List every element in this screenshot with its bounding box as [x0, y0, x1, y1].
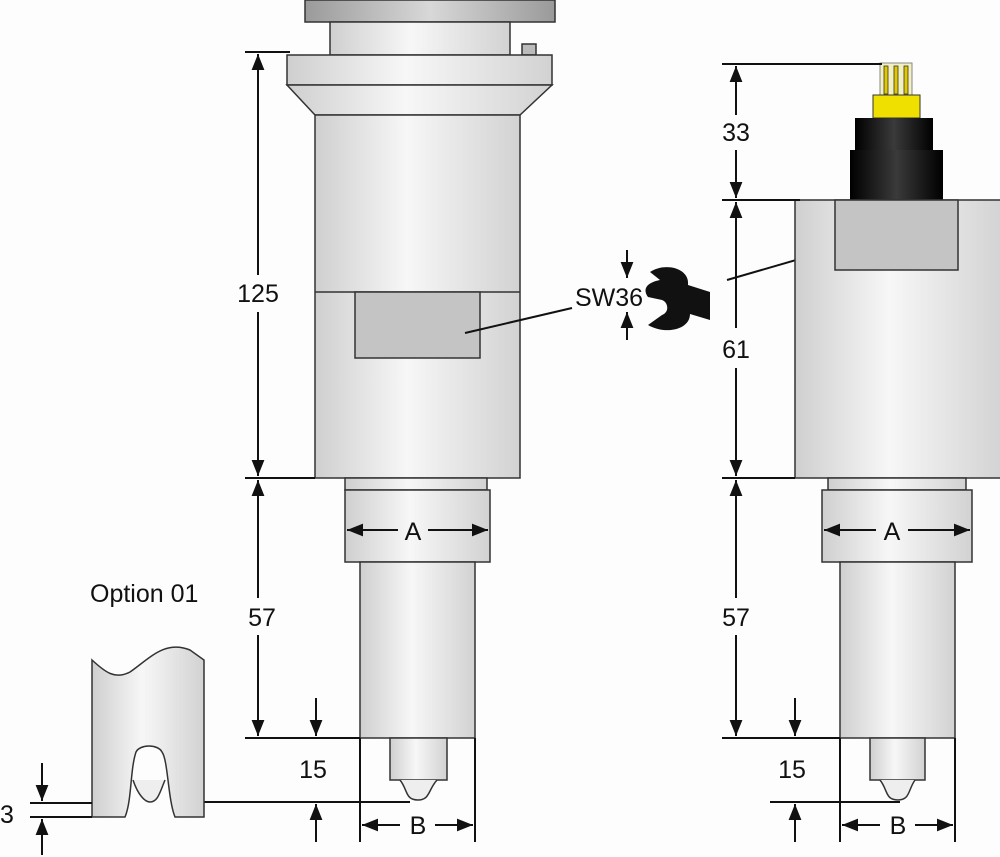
shaft	[359, 561, 476, 739]
tip	[389, 737, 448, 781]
collar	[329, 21, 511, 56]
left-sensor	[285, 0, 556, 801]
pin	[521, 43, 537, 56]
wrench-flat-right	[834, 199, 959, 271]
dim-B-left: B	[410, 812, 427, 840]
option-title: Option 01	[90, 580, 198, 608]
dim-A-right: A	[884, 518, 901, 546]
wrench-flat	[354, 291, 481, 359]
dim-61: 61	[722, 336, 750, 364]
dim-125: 125	[237, 280, 279, 308]
connector-base	[850, 150, 943, 200]
dim-33: 33	[722, 119, 750, 147]
cone	[285, 84, 554, 116]
dim-B-right: B	[890, 812, 907, 840]
dim-57-left: 57	[248, 604, 276, 632]
connector-cap	[855, 118, 933, 150]
dim-15-right: 15	[778, 756, 806, 784]
left-dimensions: 125 57 15 B A	[204, 51, 488, 842]
option-01-detail: Option 01 3	[0, 580, 205, 855]
wrench-size-label: SW36	[575, 284, 643, 312]
wrench-icon	[645, 267, 710, 331]
connector-yellow	[872, 94, 921, 119]
dim-57-right: 57	[722, 604, 750, 632]
hex-nut	[304, 0, 556, 23]
right-sensor	[794, 62, 1000, 801]
flange	[286, 54, 553, 86]
right-dimensions: 33 61 57 15 B A	[722, 63, 970, 842]
dim-A-left: A	[405, 518, 422, 546]
dim-3: 3	[0, 801, 14, 829]
dim-15-left: 15	[299, 756, 327, 784]
thread-section	[344, 489, 491, 563]
